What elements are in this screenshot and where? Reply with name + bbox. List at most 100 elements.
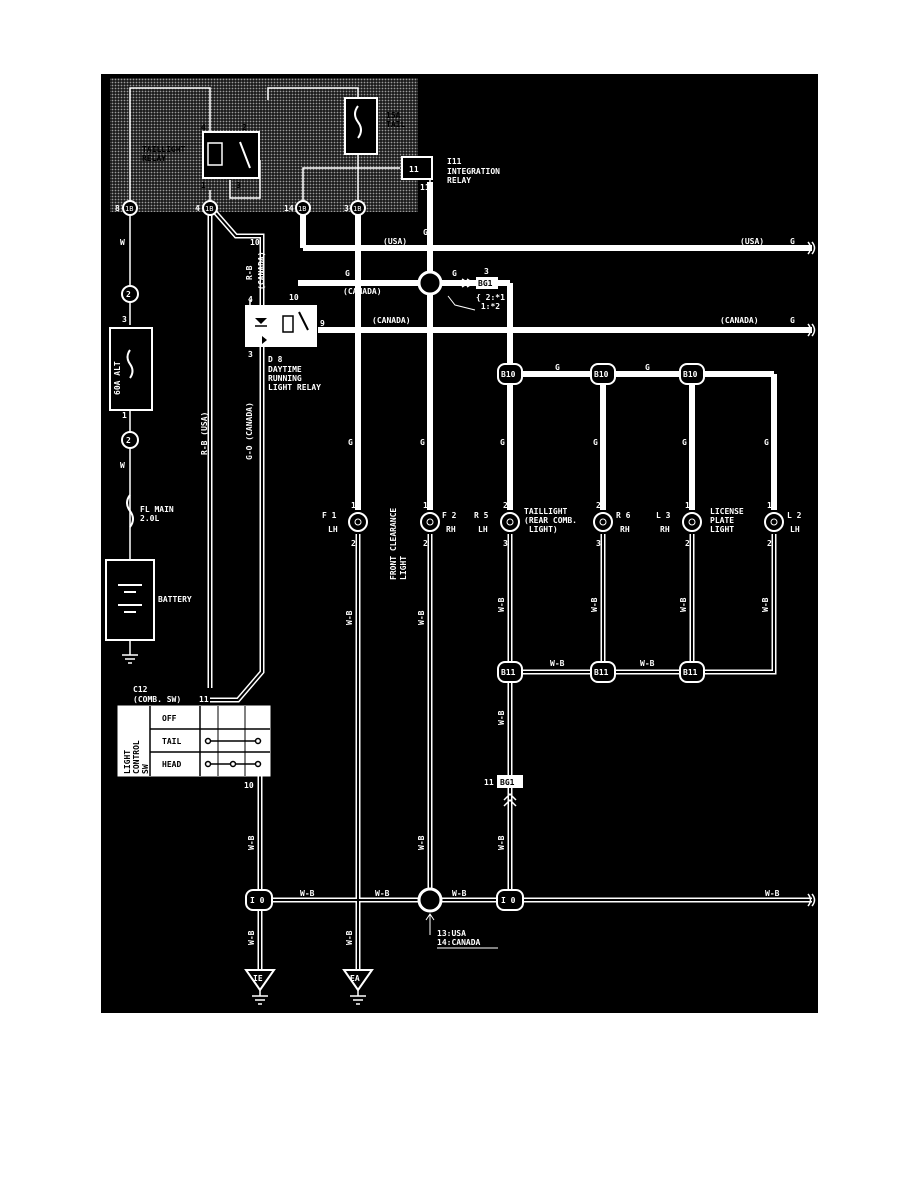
svg-text:2: 2 (423, 539, 428, 548)
svg-text:11: 11 (484, 778, 494, 787)
svg-text:2: 2 (126, 436, 131, 445)
svg-text:1: 1 (351, 501, 356, 510)
svg-text:RH: RH (620, 525, 630, 534)
connector-2-lower (121, 431, 139, 449)
diagram-background (101, 74, 818, 1013)
connector-bg1-top: BG1 3 (461, 267, 498, 289)
connector-1b-d-text: 1B (353, 205, 361, 213)
switch-sub: (COMB. SW) (133, 695, 181, 704)
svg-text:(USA): (USA) (740, 237, 764, 246)
svg-text:W: W (120, 461, 125, 470)
lamp-id-labels: F 1 LH F 2 RH R 5 LH R 6 RH L 3 RH L 2 L… (322, 511, 802, 534)
lamp-l3-icon (682, 512, 702, 532)
taillight-group-label: TAILLIGHT(REAR COMB. LIGHT) (524, 507, 577, 534)
svg-text:(CANADA): (CANADA) (257, 251, 266, 290)
battery-icon (118, 584, 142, 613)
svg-text:W-B: W-B (417, 610, 426, 625)
svg-text:3: 3 (344, 204, 349, 213)
lamp-r5-icon (500, 512, 520, 532)
svg-text:OFF: OFF (162, 714, 177, 723)
splice-point-wb (417, 887, 443, 913)
svg-text:B10: B10 (594, 370, 609, 379)
svg-text:F 2: F 2 (442, 511, 457, 520)
splice-point-g (417, 270, 443, 296)
light-control-switch-table: OFF TAIL HEAD LIGHTCONTROLSW (117, 705, 271, 777)
svg-text:HEAD: HEAD (162, 760, 181, 769)
pin-note-arrow (447, 295, 476, 311)
svg-text:2: 2 (503, 501, 508, 510)
svg-text:4: 4 (201, 123, 206, 132)
ground-ie-icon (252, 990, 268, 1005)
svg-text:1: 1 (685, 501, 690, 510)
connector-1b-c (295, 200, 311, 216)
alt-fuse-label: 60A ALT (113, 361, 122, 395)
svg-text:3: 3 (484, 267, 489, 276)
svg-text:2: 2 (351, 539, 356, 548)
pin-note: { 2:*1 1:*2 (476, 293, 505, 311)
svg-text:W-B: W-B (640, 659, 655, 668)
svg-text:3: 3 (596, 539, 601, 548)
svg-text:I 0: I 0 (250, 896, 265, 905)
svg-text:LH: LH (790, 525, 800, 534)
svg-text:1: 1 (201, 181, 206, 190)
svg-text:W-B: W-B (679, 597, 688, 612)
svg-text:1: 1 (423, 501, 428, 510)
svg-text:RH: RH (446, 525, 456, 534)
lamp-pin-labels: 1 2 1 2 2 3 2 3 1 2 1 2 (351, 501, 772, 548)
ground-ie: IE (244, 969, 276, 1005)
continuation-marks (807, 241, 816, 907)
svg-text:(CANADA): (CANADA) (720, 316, 759, 325)
svg-text:3: 3 (503, 539, 508, 548)
svg-text:W-B: W-B (247, 835, 256, 850)
lamp-r6-icon (593, 512, 613, 532)
svg-text:B11: B11 (594, 668, 609, 677)
svg-text:11: 11 (199, 695, 209, 704)
i10-connectors: I 0 I 0 (245, 889, 524, 911)
switch-title: LIGHTCONTROLSW (123, 740, 150, 774)
svg-text:W-B: W-B (497, 597, 506, 612)
svg-text:W-B: W-B (345, 610, 354, 625)
svg-text:G: G (764, 438, 769, 447)
drl-pin-3: 3 (248, 350, 253, 359)
vertical-wire-labels: R-B (CANADA) R-B (USA) G-O (CANADA) W-B … (200, 251, 770, 945)
svg-text:B10: B10 (683, 370, 698, 379)
connector-2-upper (121, 285, 139, 303)
svg-text:R 5: R 5 (474, 511, 489, 520)
connector-bg1-bottom: BG1 11 (484, 775, 523, 807)
connector-1b-b-text: 1B (205, 205, 213, 213)
svg-text:W-B: W-B (590, 597, 599, 612)
svg-text:W-B: W-B (417, 835, 426, 850)
svg-text:W-B: W-B (345, 930, 354, 945)
connector-1b-a (122, 200, 138, 216)
svg-text:W-B: W-B (497, 835, 506, 850)
svg-text:B11: B11 (683, 668, 698, 677)
battery-ground-icon (122, 654, 138, 664)
svg-text:IE: IE (253, 974, 263, 983)
svg-text:W-B: W-B (497, 710, 506, 725)
alt-fuse-box (109, 327, 153, 411)
svg-text:(CANADA): (CANADA) (372, 316, 411, 325)
svg-text:G: G (682, 438, 687, 447)
svg-text:10: 10 (250, 238, 260, 247)
svg-text:TAIL: TAIL (162, 737, 181, 746)
svg-text:RH: RH (660, 525, 670, 534)
svg-text:(USA): (USA) (383, 237, 407, 246)
svg-text:G: G (348, 438, 353, 447)
drl-relay-id: D 8 (268, 355, 283, 364)
svg-text:BG1: BG1 (478, 279, 493, 288)
front-clearance-label: FRONT CLEARANCELIGHT (389, 508, 408, 580)
svg-text:2: 2 (596, 501, 601, 510)
fl-main-fuse-icon (126, 494, 134, 528)
svg-text:BG1: BG1 (500, 778, 515, 787)
splice-note-arrow (425, 913, 435, 935)
taillight-relay-switch-icon (239, 141, 251, 169)
svg-text:G: G (420, 438, 425, 447)
b11-connectors: B11 B11 B11 (497, 661, 705, 683)
